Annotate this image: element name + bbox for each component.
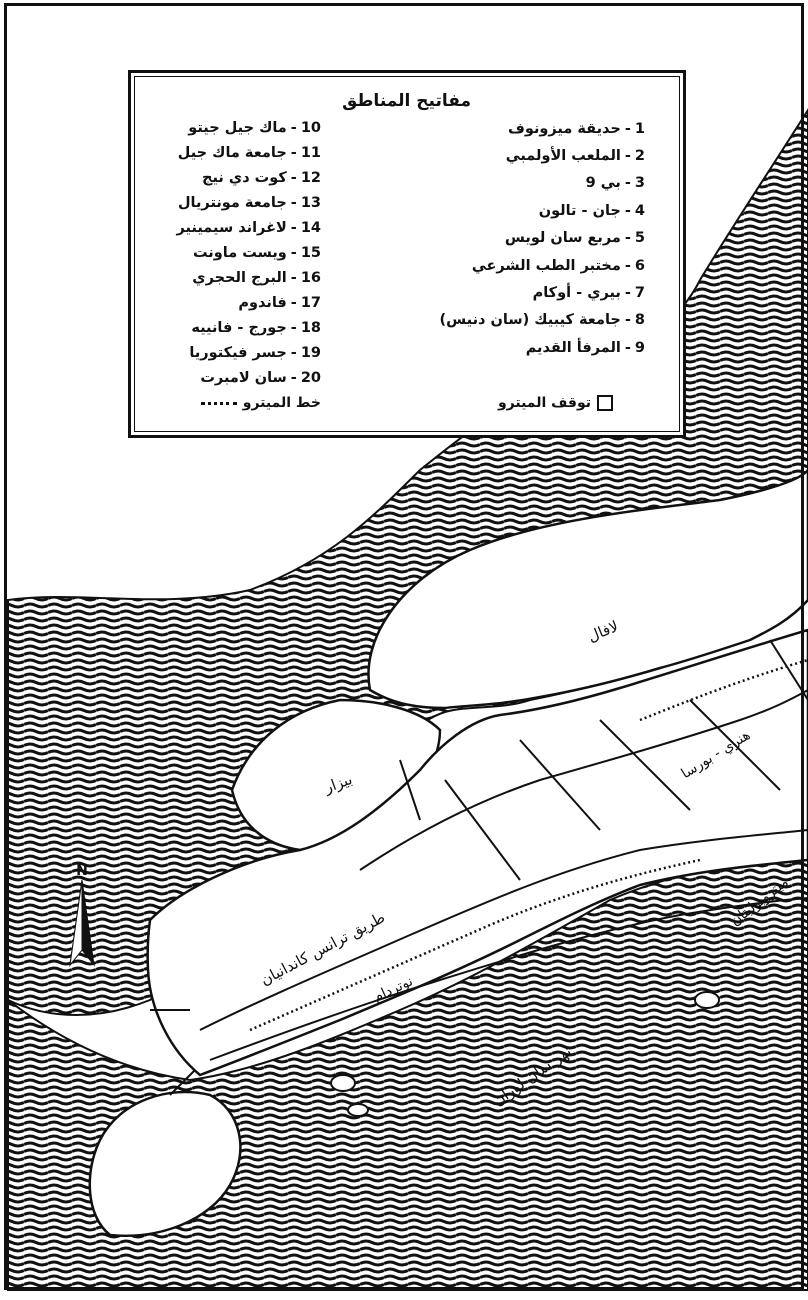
legend-item-number: 10 [300,119,321,136]
legend-item-label: ويست ماونت [192,244,287,261]
metro-lines [249,658,808,1032]
legend-item: 8-جامعة كيبيك (سان دنيس) [439,312,645,329]
legend-item-label: سان لامبرت [200,369,287,386]
legend-item: 5-مربع سان لويس [504,230,645,247]
legend-item-number: 12 [300,169,321,186]
legend-column-right: 1-حديقة ميزونوف 2-الملعب الأولمبي 3-بي 9… [440,115,645,362]
legend-item-number: 3 [634,175,645,192]
legend-item-number: 5 [634,230,645,247]
legend-item-number: 20 [300,369,321,386]
legend-item: 15-ويست ماونت [192,244,321,261]
legend-item-number: 19 [300,344,321,361]
legend-item-number: 17 [300,294,321,311]
legend-item-number: 18 [300,319,321,336]
legend-item-number: 9 [634,339,645,356]
map-frame [4,3,804,1290]
legend-item: 17-فاندوم [238,294,321,311]
legend-item: 18-جورج - فانييه [191,319,321,336]
legend-item-label: البرج الحجري [192,269,287,286]
legend-item-label: جورج - فانييه [191,319,287,336]
legend-item: 6-مختبر الطب الشرعي [471,257,645,274]
legend-column-left: 10-ماك جيل جيتو 11-جامعة ماك جيل 12-كوت … [177,115,321,390]
legend-item-label: مربع سان لويس [504,230,621,247]
legend-item-label: بيري - أوكام [532,285,621,302]
legend-item: 19-جسر فيكتوريا [189,344,321,361]
legend-item-number: 4 [634,202,645,219]
legend-item-number: 6 [634,257,645,274]
legend-item: 16-البرج الحجري [192,269,321,286]
legend-item-label: فاندوم [238,294,287,311]
svg-text:N: N [76,863,88,879]
islet-b [694,991,720,1009]
metro-stop-label: توقف الميترو [497,395,591,411]
legend-item: 12-كوت دي نيج [202,169,321,186]
legend-item-label: جامعة ماك جيل [177,144,287,161]
montreal-island [146,628,808,1077]
legend-item-label: جسر فيكتوريا [189,344,287,361]
legend-box: مفاتيح المناطق 1-حديقة ميزونوف 2-الملعب … [128,70,686,438]
legend-item: 7-بيري - أوكام [532,285,645,302]
legend-item: 11-جامعة ماك جيل [177,144,321,161]
north-arrow-icon: N [69,863,95,967]
metro-line-icon [200,401,237,405]
legend-item-label: جامعة كيبيك (سان دنيس) [439,312,621,329]
legend-item: 9-المرفأ القديم [525,339,645,356]
legend-item-label: ماك جيل جيتو [188,119,287,136]
legend-item: 14-لاغراند سيمينير [176,219,321,236]
metro-line-label: خط الميترو [242,395,321,411]
legend-item: 20-سان لامبرت [200,369,321,386]
legend-item-number: 16 [300,269,321,286]
legend-item-number: 11 [300,144,321,161]
south-shore-land [88,1090,242,1237]
islet-c [347,1103,369,1117]
legend-item-label: جان - تالون [538,202,621,219]
legend-item-number: 8 [634,312,645,329]
legend-title: مفاتيح المناطق [342,91,471,111]
legend-item-number: 1 [634,120,645,137]
legend-item-label: كوت دي نيج [202,169,287,186]
legend-key-metro-stop: توقف الميترو [498,395,613,411]
legend-key-metro-line: خط الميترو [200,395,321,411]
legend-item-label: لاغراند سيمينير [176,219,287,236]
legend-item: 3-بي 9 [585,175,645,192]
legend-item-number: 7 [634,285,645,302]
legend-item-label: مختبر الطب الشرعي [471,257,621,274]
legend-item-label: حديقة ميزونوف [508,120,621,137]
legend-item-number: 2 [634,148,645,165]
metro-stop-icon [597,395,613,411]
legend-item-label: بي 9 [585,175,621,192]
legend-item: 2-الملعب الأولمبي [505,148,645,165]
islet-a [330,1074,356,1092]
legend-item-label: المرفأ القديم [525,339,621,356]
legend-item-label: الملعب الأولمبي [505,148,621,165]
legend-item: 10-ماك جيل جيتو [188,119,321,136]
legend-item: 13-جامعة مونتريال [177,194,321,211]
legend-item-number: 15 [300,244,321,261]
legend-item-number: 13 [300,194,321,211]
legend-item-number: 14 [300,219,321,236]
laval-island [367,468,808,710]
legend-item: 4-جان - تالون [538,202,645,219]
legend-item-label: جامعة مونتريال [177,194,287,211]
legend-item: 1-حديقة ميزونوف [508,120,645,137]
